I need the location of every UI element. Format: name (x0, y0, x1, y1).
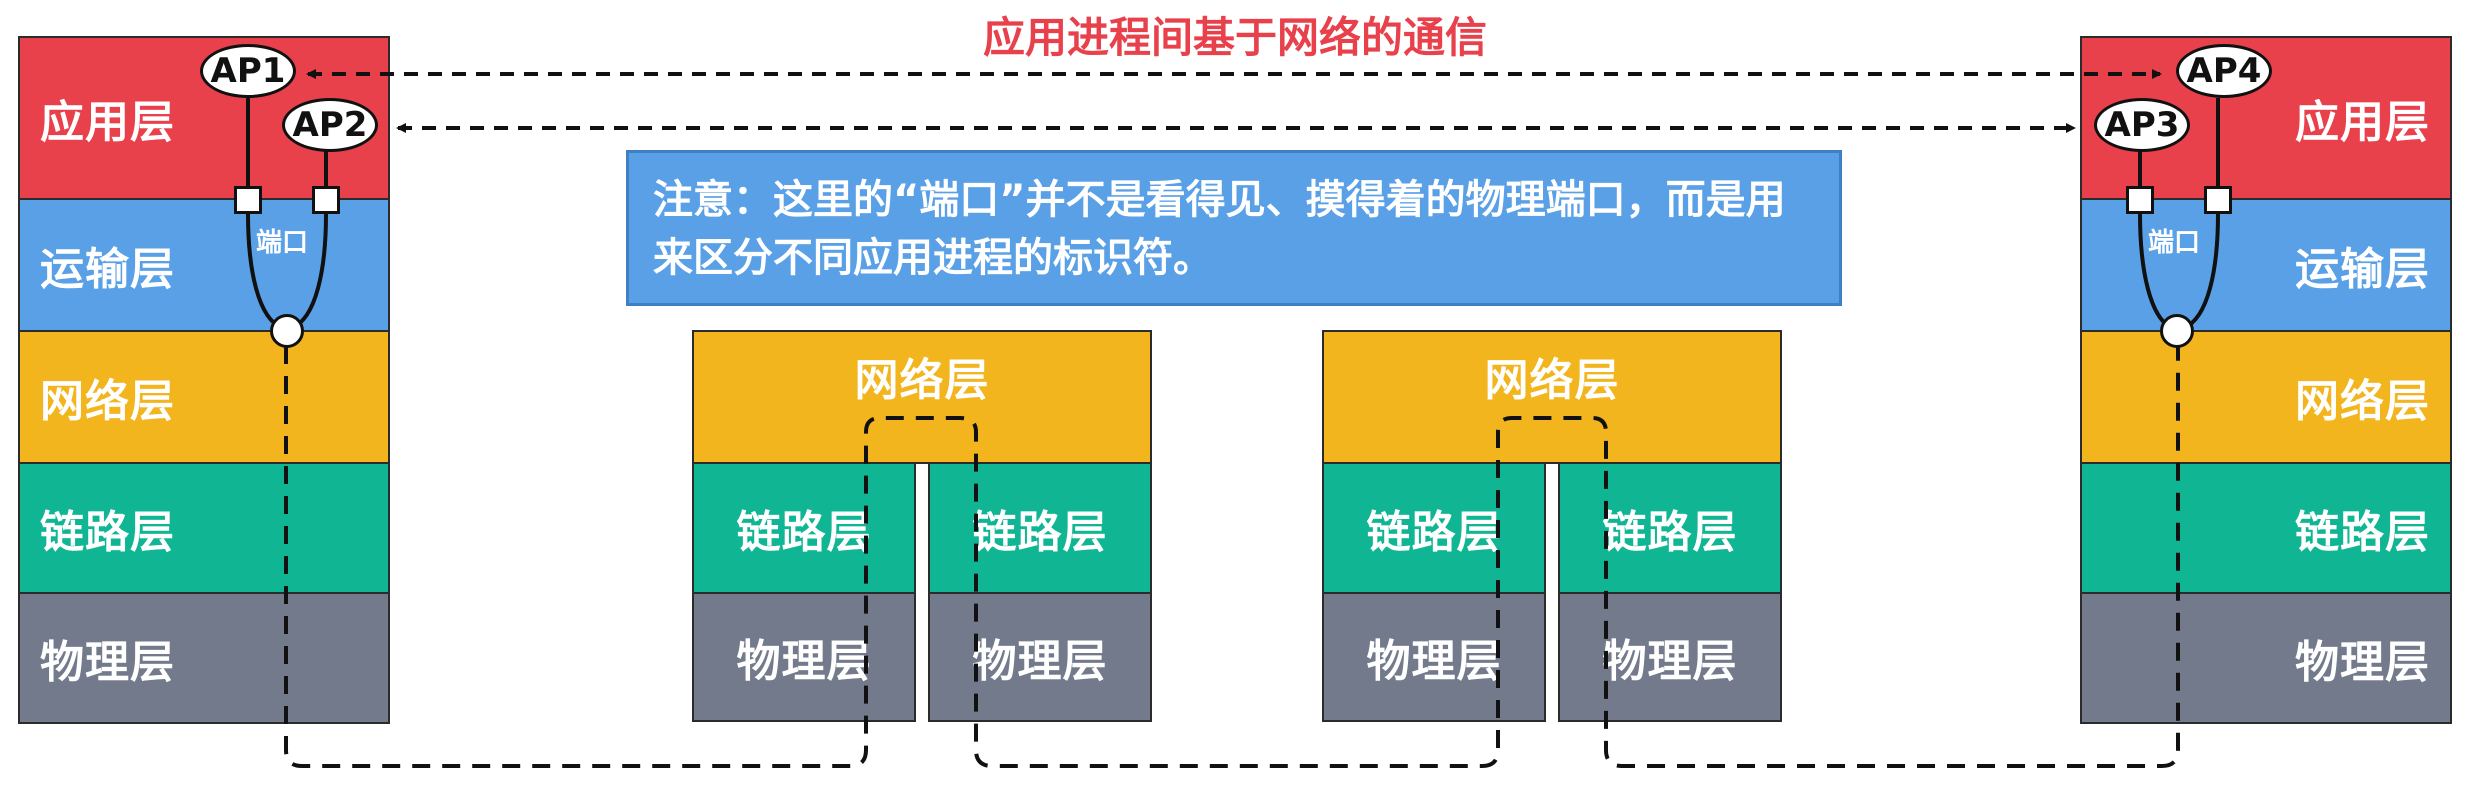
router1-network-layer: 网络层 (692, 330, 1152, 464)
router2-network-layer: 网络层 (1322, 330, 1782, 464)
router1-physical-layer-left: 物理层 (692, 592, 916, 722)
right-link-layer: 链路层 (2080, 462, 2452, 594)
right-port-1 (2126, 186, 2154, 214)
router1-link-layer-right: 链路层 (928, 462, 1152, 594)
ap1-process: AP1 (200, 44, 296, 98)
right-port-2 (2204, 186, 2232, 214)
router1-link-layer-left: 链路层 (692, 462, 916, 594)
left-port-2 (312, 186, 340, 214)
ap3-process: AP3 (2094, 98, 2190, 152)
left-transport-layer: 运输层 (18, 198, 390, 332)
note-box: 注意：这里的“端口”并不是看得见、摸得着的物理端口，而是用来区分不同应用进程的标… (626, 150, 1842, 306)
router1-physical-layer-right: 物理层 (928, 592, 1152, 722)
left-port-label: 端口 (256, 228, 309, 258)
right-port-label: 端口 (2148, 228, 2201, 258)
left-network-layer: 网络层 (18, 330, 390, 464)
router2-physical-layer-left: 物理层 (1322, 592, 1546, 722)
router2-physical-layer-right: 物理层 (1558, 592, 1782, 722)
diagram-title: 应用进程间基于网络的通信 (982, 13, 1487, 62)
data-path (284, 346, 2180, 768)
router2-link-layer-right: 链路层 (1558, 462, 1782, 594)
right-physical-layer: 物理层 (2080, 592, 2452, 724)
left-physical-layer: 物理层 (18, 592, 390, 724)
ap2-process: AP2 (282, 98, 378, 152)
left-sap-point (270, 314, 304, 348)
right-sap-point (2160, 314, 2194, 348)
ap4-process: AP4 (2176, 44, 2272, 98)
left-port-1 (234, 186, 262, 214)
